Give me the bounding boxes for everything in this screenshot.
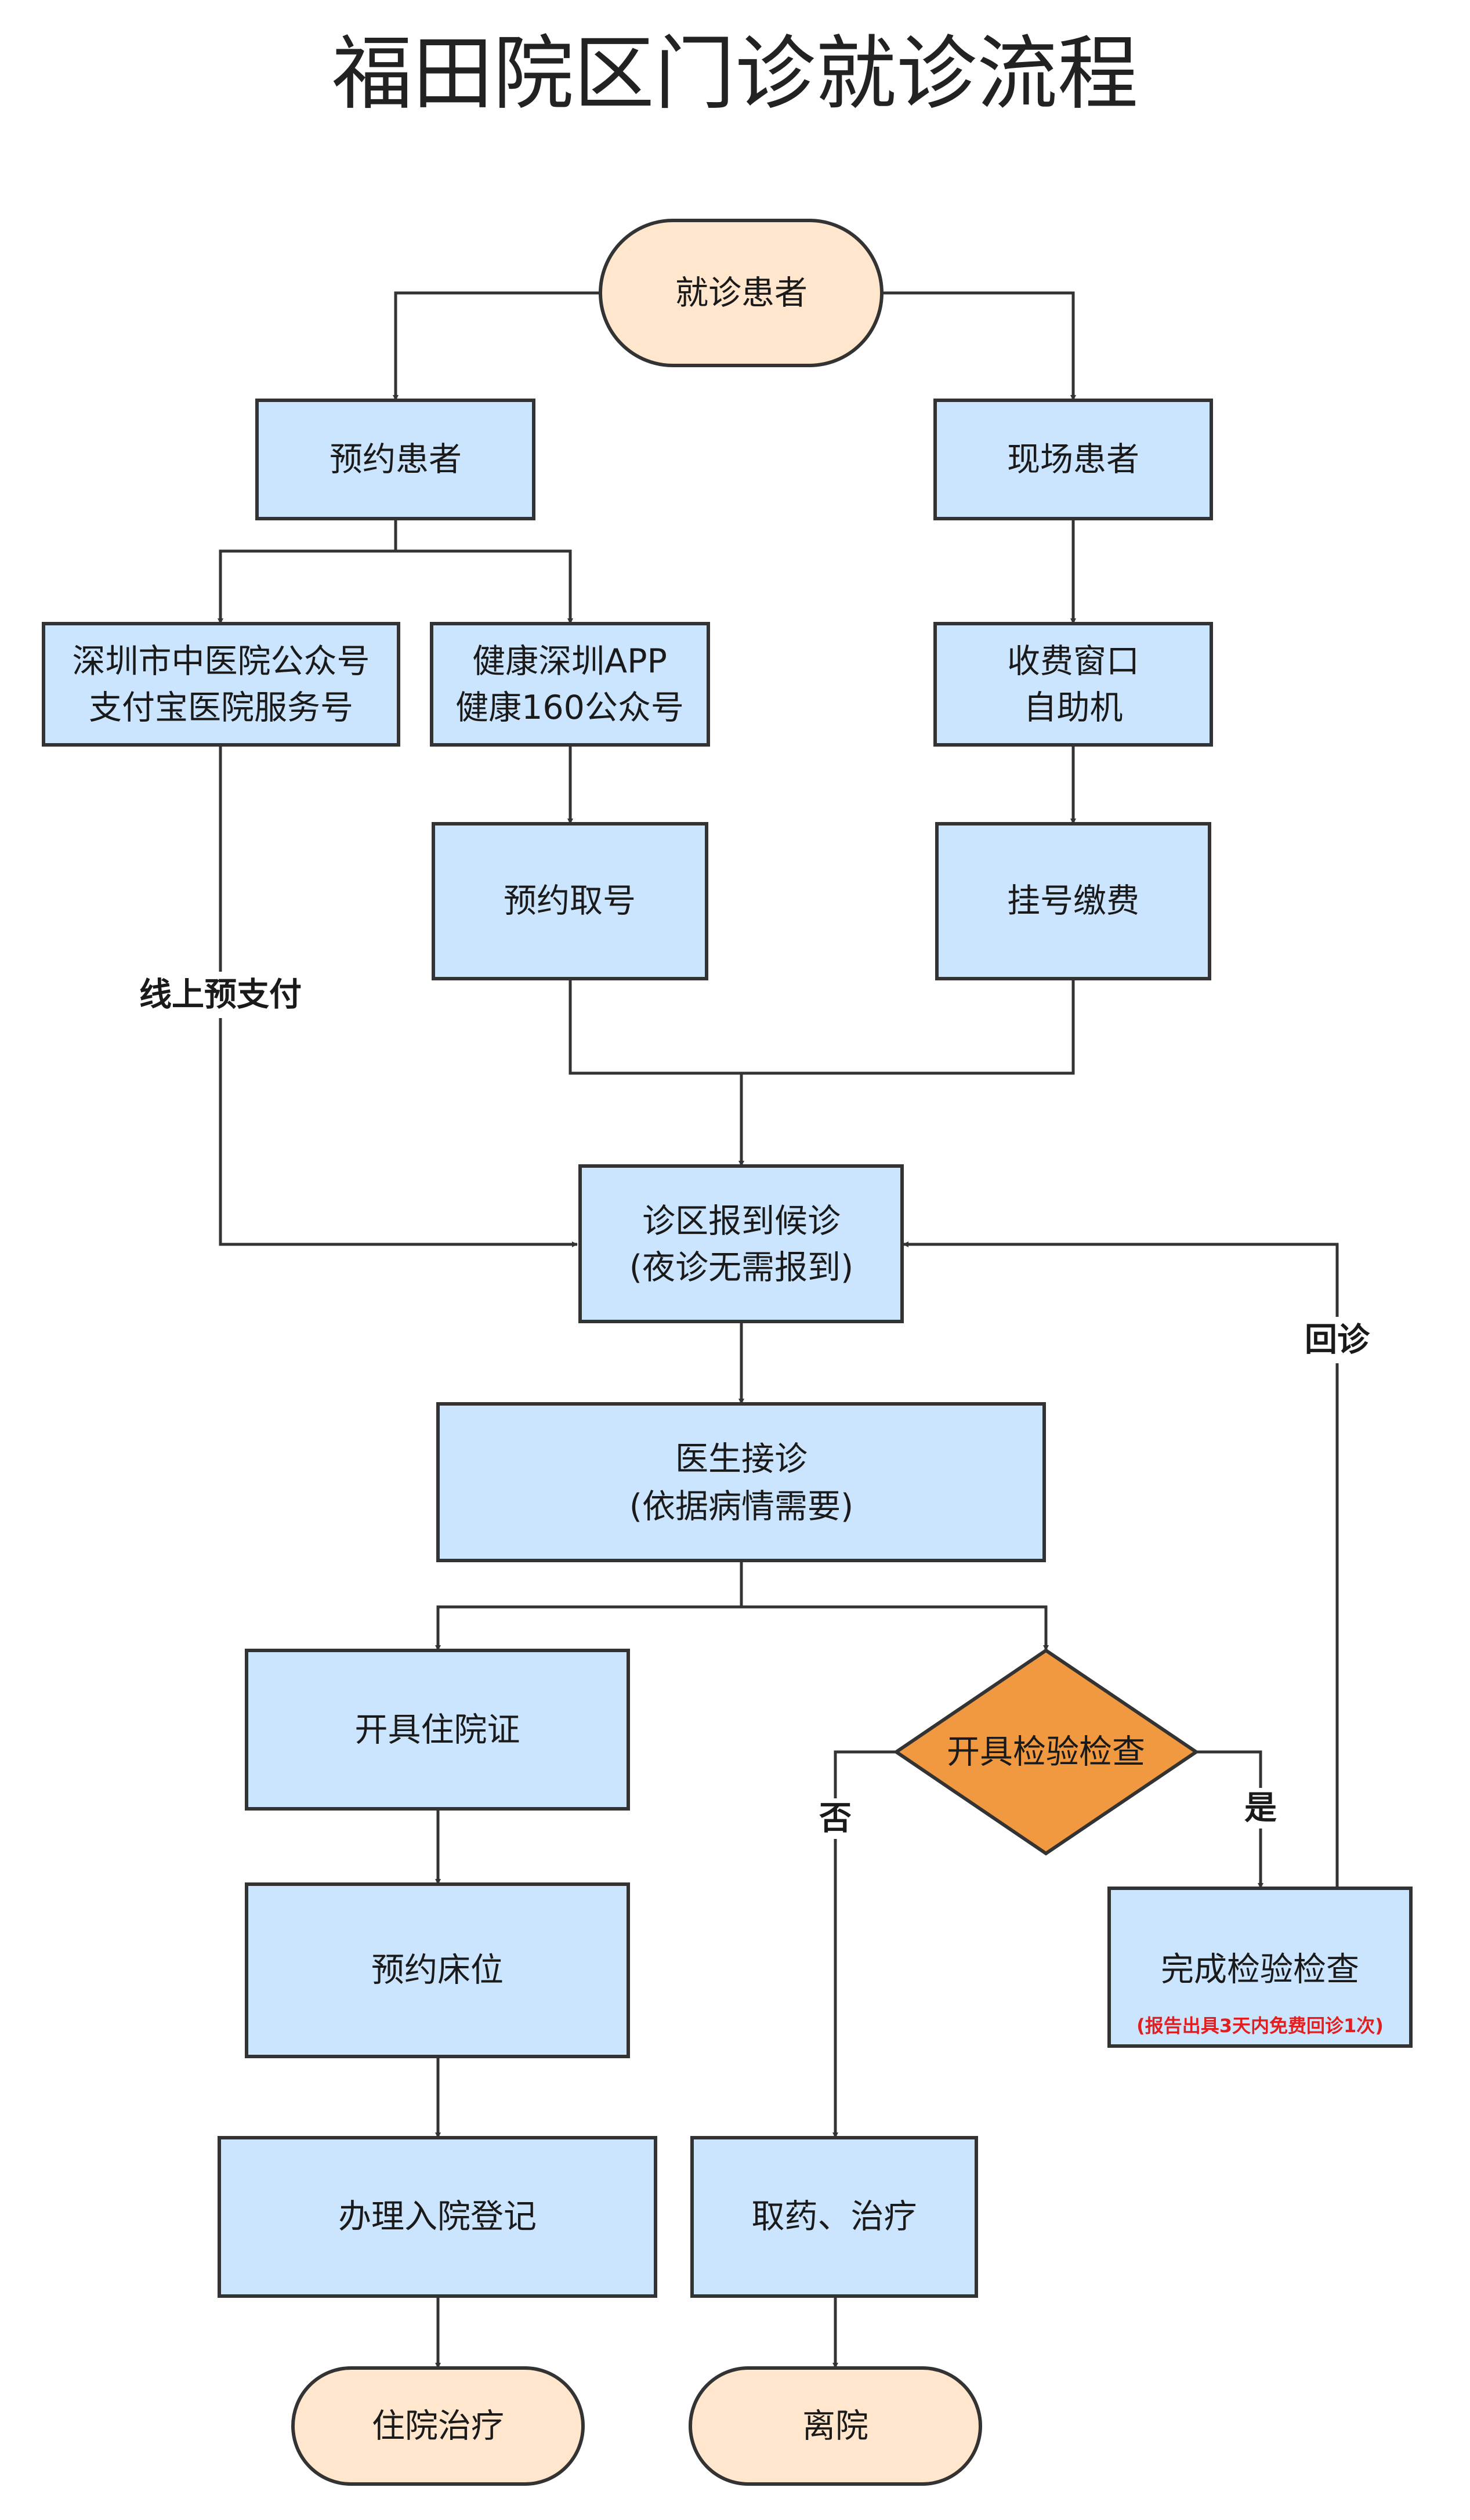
- node-medicine: 取药、治疗: [690, 2136, 978, 2298]
- edge-start-to-appointment: [393, 291, 600, 401]
- edges: [218, 291, 1339, 2369]
- node-start-label: 就诊患者: [675, 274, 808, 312]
- edge-decision-no: [832, 1750, 896, 2138]
- node-cashier-line1: 收费窗口: [1007, 642, 1139, 680]
- edge-online-prepay: [219, 745, 578, 1247]
- edge-label-revisit: 回诊: [1305, 1321, 1370, 1359]
- node-checkin-line1: 诊区报到候诊: [642, 1202, 841, 1240]
- node-leave-label: 离院: [802, 2407, 868, 2445]
- edge-consult-branch: [435, 1560, 743, 1651]
- node-take-number: 预约取号: [432, 822, 708, 980]
- node-admission-cert-label: 开具住院证: [355, 1711, 520, 1749]
- node-register-pay-label: 挂号缴费: [1007, 882, 1139, 920]
- node-checkin: 诊区报到候诊 (夜诊无需报到): [578, 1164, 904, 1323]
- edge-label-bg: [125, 972, 316, 1018]
- edge-start-to-walkin: [882, 291, 1076, 401]
- node-complete-exam-label: 完成检验检查: [1161, 1950, 1359, 1989]
- edge-revisit: [903, 1241, 1339, 1888]
- node-complete-exam: 完成检验检查 (报告出具3天内免费回诊1次): [1107, 1887, 1413, 2048]
- node-medicine-label: 取药、治疗: [752, 2197, 917, 2236]
- node-walkin-patient-label: 现场患者: [1007, 440, 1139, 479]
- node-exam-decision: 开具检验检查: [893, 1648, 1200, 1856]
- node-consult: 医生接诊 (依据病情需要): [436, 1402, 1046, 1562]
- node-exam-decision-label: 开具检验检查: [947, 1733, 1145, 1771]
- edge-appointment-to-app: [396, 549, 573, 624]
- edge-label-yes: 是: [1244, 1790, 1277, 1827]
- page-title: 福田院区门诊就诊流程: [332, 27, 1138, 121]
- node-admission-cert: 开具住院证: [245, 1649, 630, 1811]
- node-app-channels-line1: 健康深圳APP: [472, 642, 667, 680]
- node-wechat-alipay-line2: 支付宝医院服务号: [89, 689, 353, 727]
- node-hospitalize-label: 住院治疗: [372, 2407, 504, 2445]
- node-complete-exam-note: (报告出具3天内免费回诊1次): [1136, 2015, 1384, 2037]
- node-consult-line2: (依据病情需要): [629, 1487, 853, 1526]
- edge-label-bg: [1297, 1317, 1378, 1363]
- edge-label-online-prepay: 线上预支付: [139, 976, 302, 1014]
- node-book-bed-label: 预约床位: [371, 1951, 504, 1989]
- node-app-channels-line2: 健康160公众号: [455, 689, 684, 727]
- edge-take-number-merge: [569, 979, 1075, 1075]
- node-cashier: 收费窗口 自助机: [933, 622, 1213, 747]
- node-admission: 办理入院登记: [218, 2136, 657, 2298]
- node-book-bed: 预约床位: [245, 1882, 630, 2058]
- edge-decision-yes: [1196, 1750, 1263, 1889]
- edge-consult-to-decision: [741, 1605, 1049, 1651]
- edge-label-no: 否: [819, 1800, 852, 1838]
- node-register-pay: 挂号缴费: [935, 822, 1211, 980]
- edge-label-bg: [815, 1798, 856, 1839]
- node-wechat-alipay: 深圳市中医院公众号 支付宝医院服务号: [42, 622, 400, 747]
- node-wechat-alipay-line1: 深圳市中医院公众号: [73, 642, 370, 680]
- node-admission-label: 办理入院登记: [338, 2197, 537, 2236]
- node-walkin-patient: 现场患者: [933, 399, 1213, 520]
- node-consult-line1: 医生接诊: [675, 1440, 808, 1478]
- node-app-channels: 健康深圳APP 健康160公众号: [430, 622, 710, 747]
- node-appointment-patient: 预约患者: [255, 399, 535, 520]
- node-appointment-patient-label: 预约患者: [330, 440, 462, 479]
- node-checkin-line2: (夜诊无需报到): [629, 1248, 853, 1287]
- node-hospitalize: 住院治疗: [291, 2366, 585, 2486]
- node-take-number-label: 预约取号: [504, 882, 636, 920]
- edge-appointment-branch: [218, 519, 397, 624]
- node-start: 就诊患者: [599, 219, 884, 367]
- node-leave: 离院: [689, 2366, 982, 2486]
- node-cashier-line2: 自助机: [1024, 689, 1123, 727]
- edge-label-bg: [1240, 1788, 1281, 1829]
